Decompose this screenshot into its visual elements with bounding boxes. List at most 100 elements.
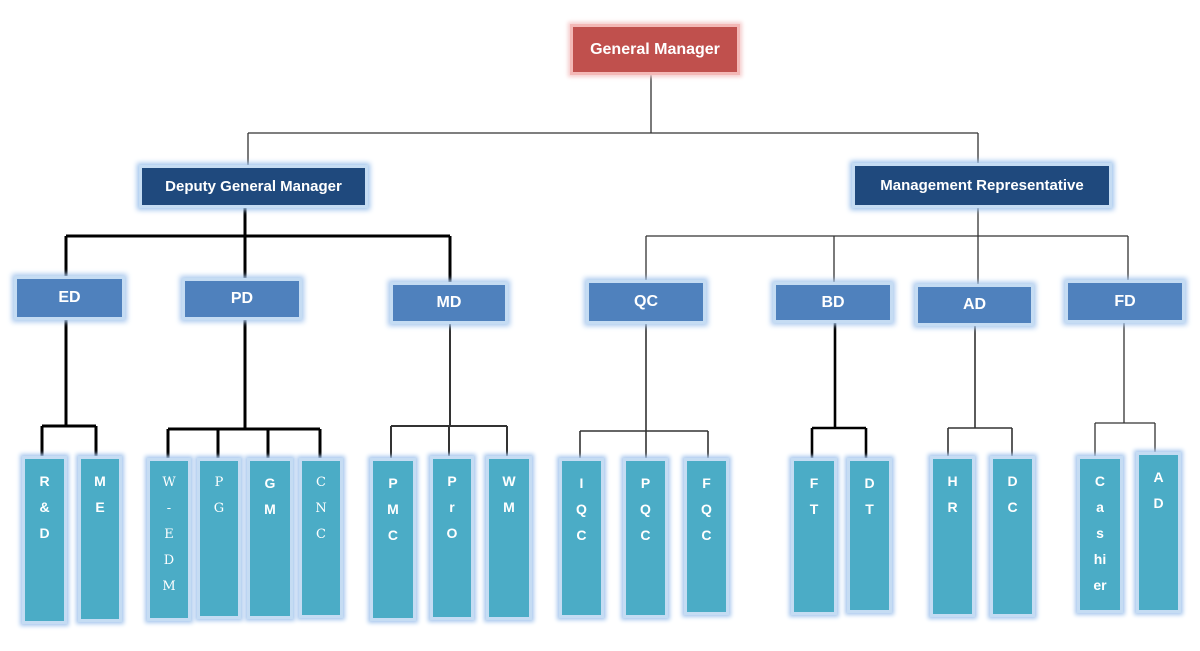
node-label: BD — [821, 293, 845, 311]
unit-label-char: D — [163, 553, 175, 568]
node-label: MD — [436, 294, 462, 311]
unit-label-char: Q — [640, 501, 651, 517]
unit-label-char: hi — [1093, 551, 1107, 567]
unit-label-char: E — [95, 499, 105, 515]
unit-label-char: M — [387, 501, 399, 517]
unit-label: R & D — [39, 473, 49, 541]
node-md[interactable]: MD — [390, 282, 508, 324]
unit-label-char: er — [1093, 577, 1107, 593]
unit-label-char: R — [947, 499, 958, 515]
unit-label-char: C — [1007, 499, 1018, 515]
unit-label-char: Q — [701, 501, 712, 517]
unit-label-char: P — [640, 475, 651, 491]
connector-deputy-departments — [64, 208, 452, 282]
unit-label-char: & — [39, 499, 50, 515]
unit-label-char: a — [1096, 499, 1104, 515]
unit-label-char: M — [503, 499, 515, 515]
node-label: Deputy General Manager — [165, 178, 342, 195]
connector-ed-units — [40, 320, 98, 456]
unit-label-char: P — [214, 475, 224, 490]
unit-label-char: r — [449, 499, 455, 515]
unit-label-char: M — [94, 473, 106, 489]
connector-mr-departments — [645, 208, 1129, 284]
unit-label-char: W — [162, 475, 176, 490]
unit-label-char: Q — [576, 501, 587, 517]
unit-r-and-d[interactable]: R & D — [22, 456, 67, 624]
node-label: Management Representative — [880, 177, 1084, 194]
node-label: AD — [962, 296, 987, 313]
unit-label-char: H — [947, 473, 958, 489]
unit-label-char: A — [1153, 469, 1164, 485]
node-ed[interactable]: ED — [14, 276, 125, 320]
unit-label-char: G — [264, 475, 276, 491]
node-deputy-general-manager[interactable]: Deputy General Manager — [139, 165, 368, 208]
unit-label-char: C — [316, 527, 326, 542]
unit-label-char: s — [1096, 525, 1104, 541]
unit-label-char: D — [1153, 495, 1164, 511]
unit-label-char: G — [213, 501, 225, 516]
connector-gm-level1 — [247, 75, 979, 165]
node-label: QC — [634, 293, 658, 310]
node-label: General Manager — [590, 40, 720, 58]
unit-label-char: C — [316, 475, 326, 490]
node-qc[interactable]: QC — [586, 280, 706, 324]
unit-label-char: P — [388, 475, 398, 491]
unit-label-char: R — [39, 473, 50, 489]
node-label: FD — [1114, 292, 1136, 310]
unit-label-char: E — [164, 527, 174, 542]
unit-label-char: O — [446, 525, 458, 541]
node-label: ED — [58, 289, 81, 306]
unit-label-char: M — [264, 501, 276, 517]
node-bd[interactable]: BD — [773, 282, 893, 323]
unit-label-char: C — [701, 527, 712, 543]
node-management-representative[interactable]: Management Representative — [852, 163, 1112, 208]
unit-label-char: C — [576, 527, 587, 543]
unit-label-char: F — [702, 475, 711, 491]
node-pd[interactable]: PD — [182, 278, 302, 320]
connector-fd-units — [1094, 323, 1156, 456]
unit-label-char: T — [865, 501, 874, 517]
unit-label-char: D — [1007, 473, 1018, 489]
unit-label-char: C — [1094, 473, 1106, 489]
unit-label-char: T — [809, 501, 819, 517]
node-fd[interactable]: FD — [1065, 280, 1185, 323]
connector-ad-units — [947, 326, 1013, 456]
unit-label-char: D — [39, 525, 50, 541]
node-ad[interactable]: AD — [915, 284, 1034, 326]
unit-label-char: P — [447, 473, 457, 489]
unit-label-char: C — [640, 527, 651, 543]
unit-label-char: W — [502, 473, 516, 489]
node-general-manager[interactable]: General Manager — [570, 24, 740, 75]
